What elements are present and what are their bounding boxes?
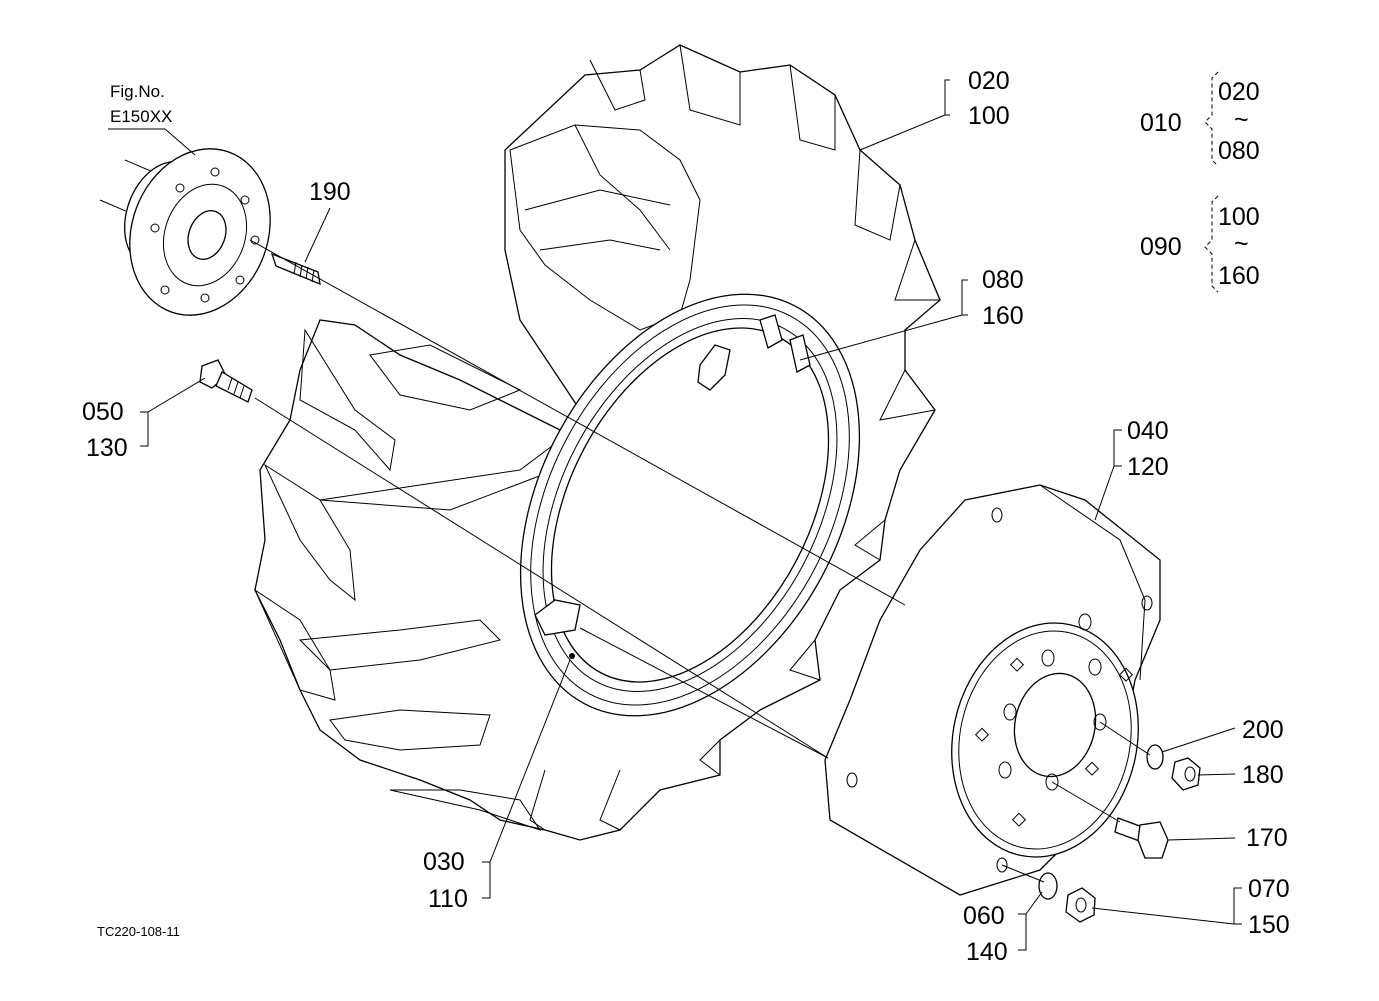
nut-180 — [1171, 757, 1201, 791]
tire-lug-left-6 — [298, 619, 501, 671]
nut-washer-set — [1038, 744, 1201, 923]
rim-edge-2 — [542, 317, 838, 693]
disc-center-bore — [1013, 672, 1097, 778]
callout-080: 080 — [982, 266, 1024, 294]
flange-bore — [187, 210, 227, 260]
callout-130: 130 — [86, 434, 128, 462]
tire-lug-right-4 — [854, 519, 886, 561]
legend-group2-tilde: ~ — [1234, 230, 1249, 258]
hub-flange — [99, 148, 271, 316]
legend-group1-from: 020 — [1218, 78, 1260, 106]
legend-group1-tilde: ~ — [1234, 106, 1249, 134]
callout-110: 110 — [428, 885, 468, 913]
tire-lug-left-1 — [299, 328, 396, 472]
fig-no-label: Fig.No. — [110, 82, 165, 101]
tire-lug-top-3 — [789, 64, 836, 151]
rim-clip-top — [697, 344, 731, 391]
callout-leaders — [108, 71, 1242, 951]
rim-edge-1 — [530, 304, 850, 706]
tire-lug-bottom-2 — [699, 739, 721, 776]
callout-020: 020 — [968, 67, 1010, 95]
rim — [519, 293, 861, 717]
washer-200 — [1146, 744, 1164, 770]
tire-lug-right-3 — [879, 369, 936, 421]
callout-140: 140 — [966, 938, 1008, 966]
rim-valve-hole — [569, 653, 575, 659]
tire-lug-left-8 — [389, 789, 542, 831]
nut-070 — [1065, 887, 1096, 923]
callout-170: 170 — [1246, 824, 1288, 852]
disc-bolt-holes — [846, 507, 1153, 873]
legend-group2-from: 100 — [1218, 203, 1260, 231]
callout-060: 060 — [963, 902, 1005, 930]
drawing-code: TC220-108-11 — [97, 924, 180, 939]
callout-180: 180 — [1242, 761, 1284, 789]
bolt-170-head — [1137, 821, 1169, 859]
tire-inner-wall — [509, 124, 701, 331]
rim-clip-bottom — [534, 599, 581, 636]
callout-120: 120 — [1127, 453, 1169, 481]
tire-lug-top-1 — [589, 59, 646, 111]
disc-plate-rim — [1039, 484, 1146, 681]
tire-lug-left-7 — [329, 709, 491, 751]
tire-lug-bottom-1 — [789, 639, 821, 681]
callout-040: 040 — [1127, 417, 1169, 445]
labels: Fig.No. E150XX TC220-108-11 190 020 100 … — [82, 67, 1290, 966]
legend-group1-label: 010 — [1140, 109, 1182, 137]
wheel-disc — [824, 484, 1161, 896]
callout-200: 200 — [1242, 716, 1284, 744]
callout-190: 190 — [309, 178, 351, 206]
callout-070: 070 — [1248, 875, 1290, 903]
tire-lug-right-2 — [894, 239, 940, 301]
flange-ring — [162, 183, 248, 287]
tire-lug-bottom-4 — [529, 769, 546, 831]
fig-no-value: E150XX — [110, 107, 172, 126]
legend-group1-to: 080 — [1218, 137, 1260, 165]
assembly-lines — [249, 239, 1151, 883]
wheel-bolt-050 — [199, 359, 253, 403]
tire-lug-bottom-3 — [599, 769, 621, 831]
callout-050: 050 — [82, 398, 124, 426]
rim-slot-2 — [789, 334, 811, 373]
tire-lug-left-2 — [369, 344, 522, 411]
callout-150: 150 — [1248, 911, 1290, 939]
callout-100: 100 — [968, 102, 1010, 130]
callout-160: 160 — [982, 302, 1024, 330]
tire-lug-left-5 — [253, 588, 336, 701]
rim-slot-1 — [759, 314, 783, 349]
callout-030: 030 — [423, 848, 465, 876]
stud-bolt-190 — [270, 252, 321, 286]
disc-hub-ring — [958, 630, 1132, 850]
tire-lug-right-1 — [854, 149, 901, 241]
legend-group2-to: 160 — [1218, 262, 1260, 290]
tire-inner-shading — [524, 124, 671, 251]
legend-group2-label: 090 — [1140, 233, 1182, 261]
tire-lug-top-2 — [679, 44, 741, 126]
washer-060 — [1038, 872, 1058, 900]
